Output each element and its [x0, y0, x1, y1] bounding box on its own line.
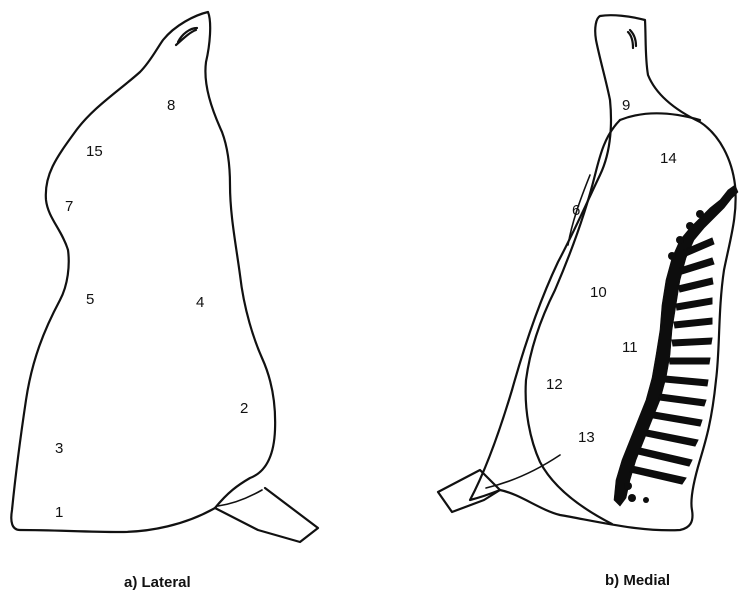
rib: [630, 466, 686, 484]
lateral-label-2: 2: [240, 400, 248, 417]
lateral-outline: [11, 12, 275, 532]
rib: [676, 298, 712, 310]
rib: [674, 318, 712, 328]
medial-label-11: 11: [622, 339, 638, 356]
lateral-view: [11, 12, 318, 542]
vertebra: [676, 236, 684, 244]
rib: [653, 412, 702, 426]
lateral-label-1: 1: [55, 504, 63, 521]
vertebra: [696, 210, 704, 218]
vertebra: [686, 222, 694, 230]
lateral-label-7: 7: [65, 198, 73, 215]
lateral-caption: a) Lateral: [124, 574, 191, 591]
rib: [638, 448, 692, 466]
medial-label-6: 6: [572, 202, 580, 219]
vertebra: [628, 494, 636, 502]
lateral-label-5: 5: [86, 291, 94, 308]
rib: [665, 376, 708, 386]
vertebra: [624, 482, 632, 490]
lateral-label-15: 15: [86, 143, 103, 160]
medial-outline: [470, 15, 736, 530]
medial-belly-line: [486, 455, 560, 488]
rib: [672, 338, 712, 346]
vertebra: [668, 252, 676, 260]
medial-label-13: 13: [578, 429, 595, 446]
rib: [678, 278, 713, 292]
lateral-label-4: 4: [196, 294, 204, 311]
medial-label-12: 12: [546, 376, 563, 393]
medial-hook-hole: [628, 30, 636, 48]
medial-label-9: 9: [622, 97, 630, 114]
vertebra: [643, 497, 649, 503]
medial-label-10: 10: [590, 284, 607, 301]
lateral-label-8: 8: [167, 97, 175, 114]
medial-shank: [438, 470, 500, 512]
lateral-label-3: 3: [55, 440, 63, 457]
medial-inner-line-left: [526, 120, 620, 524]
medial-caption: b) Medial: [605, 572, 670, 589]
lateral-hook-hole: [176, 28, 197, 45]
medial-view: [438, 15, 738, 530]
lateral-shank: [215, 488, 318, 542]
rib: [646, 430, 698, 446]
medial-inner-line-top: [620, 113, 700, 120]
rib: [669, 358, 710, 364]
lateral-labels: 8 15 7 5 4 2 3 1: [55, 97, 248, 521]
medial-label-14: 14: [660, 150, 677, 167]
rib: [659, 394, 706, 406]
